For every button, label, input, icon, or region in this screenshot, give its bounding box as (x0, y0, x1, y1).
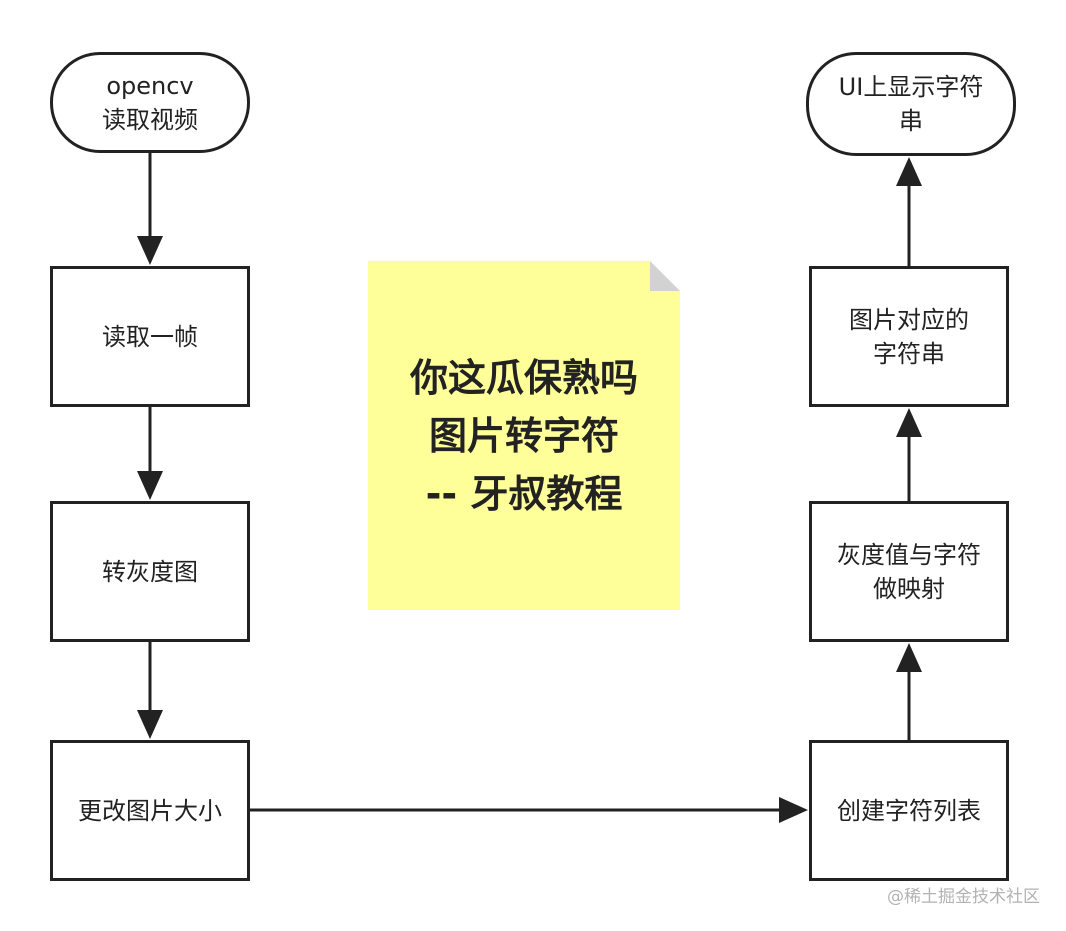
node-image-string: 图片对应的 字符串 (809, 266, 1009, 407)
node-resize-image: 更改图片大小 (50, 740, 250, 881)
node-opencv-read-video: opencv 读取视频 (50, 52, 250, 153)
edge-resize-to-char-list (250, 797, 808, 823)
node-ui-display-string: UI上显示字符 串 (806, 52, 1016, 156)
edge-read-frame-to-grayscale (137, 407, 163, 500)
node-label: 更改图片大小 (78, 796, 222, 825)
node-read-frame: 读取一帧 (50, 266, 250, 407)
watermark: @稀土掘金技术社区 (887, 887, 1040, 907)
edge-grayscale-to-resize (137, 642, 163, 739)
edge-mapping-to-image-string (896, 408, 922, 501)
node-label: UI上显示字符 串 (838, 73, 984, 135)
node-gray-to-char-mapping: 灰度值与字符 做映射 (809, 501, 1009, 642)
sticky-note: 你这瓜保熟吗 图片转字符 -- 牙叔教程 (368, 261, 680, 610)
edge-image-string-to-ui (896, 157, 922, 266)
node-label: 读取一帧 (102, 322, 198, 351)
node-label: 转灰度图 (102, 557, 198, 586)
node-to-grayscale: 转灰度图 (50, 501, 250, 642)
node-create-char-list: 创建字符列表 (809, 740, 1009, 881)
node-label: 灰度值与字符 做映射 (837, 540, 981, 603)
node-label: 创建字符列表 (837, 796, 981, 825)
node-label: 图片对应的 字符串 (849, 305, 969, 368)
edge-char-list-to-mapping (896, 643, 922, 740)
edge-opencv-to-read-frame (137, 153, 163, 265)
node-label: opencv 读取视频 (102, 71, 198, 134)
sticky-note-text: 你这瓜保熟吗 图片转字符 -- 牙叔教程 (409, 355, 638, 516)
